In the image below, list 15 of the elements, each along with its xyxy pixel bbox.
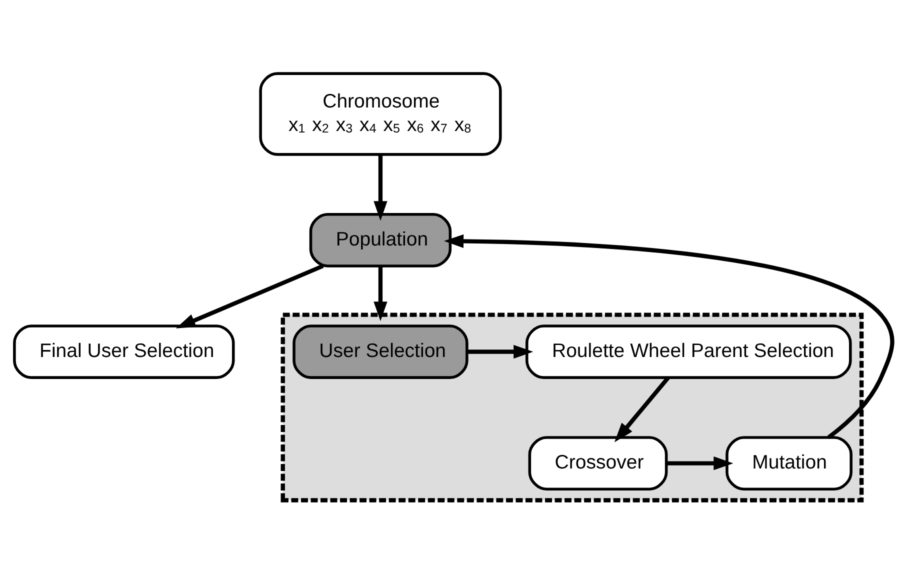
node-box: Roulette Wheel Parent Selection — [526, 324, 852, 379]
node-box: User Selection — [292, 324, 468, 379]
arrow — [444, 234, 894, 440]
node-box: Crossover — [528, 436, 668, 490]
arrow — [666, 456, 734, 470]
arrow — [614, 376, 670, 442]
arrow — [176, 264, 324, 328]
arrow — [374, 266, 388, 322]
node-box: Mutation — [726, 436, 852, 490]
cluster — [280, 312, 864, 502]
arrow — [467, 344, 534, 359]
arrow — [374, 154, 388, 221]
node-box: Chromosome x1 x2 x3 x4 x5 x6 x7 x8 — [259, 72, 502, 156]
node-box: Final User Selection — [13, 324, 235, 379]
node-box: Population — [309, 213, 452, 268]
